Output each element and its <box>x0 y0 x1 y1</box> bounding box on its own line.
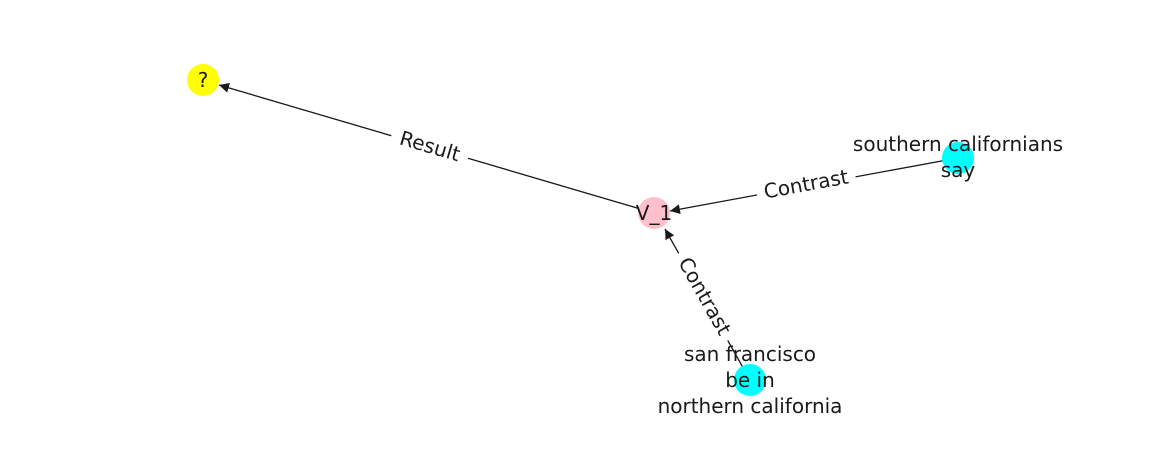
node-southern-californians-say: southern californians say <box>853 132 1063 182</box>
edge-label-background <box>668 245 742 347</box>
node-san-francisco-be-in-northern-california: san francisco be in northern california <box>658 342 843 418</box>
node-label-line-2: say <box>941 158 976 182</box>
node-label: V_1 <box>636 201 672 225</box>
node-circle <box>638 197 670 229</box>
edge-label-background <box>387 121 473 171</box>
node-label-line-1: southern californians <box>853 132 1063 156</box>
node-circle <box>187 64 219 96</box>
edge-label-background <box>754 161 858 207</box>
edge-label-contrast: Contrast <box>674 253 737 339</box>
node-question: ? <box>187 64 219 96</box>
node-label-line-3: northern california <box>658 394 843 418</box>
node-label-line-1: san francisco <box>684 342 816 366</box>
node-circle <box>942 142 974 174</box>
node-label: ? <box>198 68 209 92</box>
node-label-line-2: be in <box>725 368 775 392</box>
edge-southern-californians-to-v1: Contrast <box>669 157 959 215</box>
edge-v1-to-question: Result <box>218 83 655 214</box>
node-v1: V_1 <box>636 197 672 229</box>
node-circle <box>734 364 766 396</box>
